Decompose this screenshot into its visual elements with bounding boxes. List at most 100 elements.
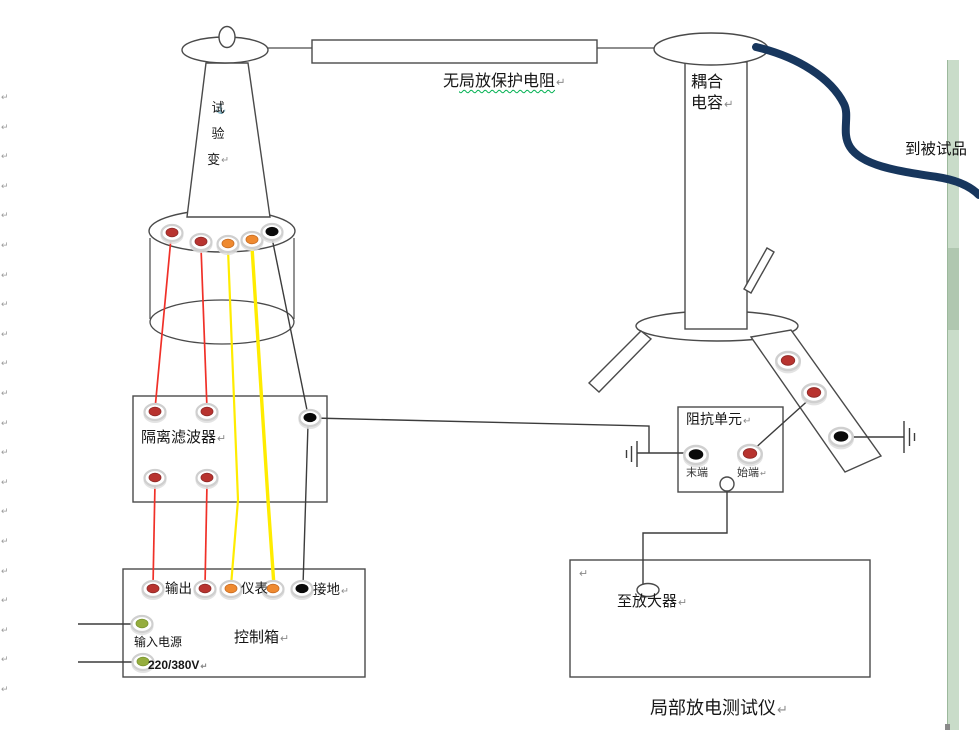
capacitor-label: 耦合 电容↵	[691, 72, 734, 116]
paragraph-mark: ↵	[1, 388, 9, 398]
resistor-label: 无局放保护电阻↵	[443, 72, 566, 92]
scrollbar-notch	[945, 724, 950, 730]
terminal-arm-red-2	[799, 382, 829, 407]
impedance-end-label: 末端	[686, 467, 708, 481]
transformer-base-bottom-ellipse	[149, 299, 295, 345]
wire-transformer-black	[271, 237, 309, 416]
paragraph-mark: ↵	[1, 299, 9, 310]
paragraph-mark: ↵	[1, 358, 9, 369]
paragraph-mark: ↵	[1, 328, 9, 339]
protective-resistor-shape	[311, 39, 598, 64]
transformer-label-char-3: 变	[207, 152, 221, 167]
voltage-label: 220/380V↵	[148, 658, 208, 673]
wire-yellow-1	[226, 248, 240, 587]
terminal-arm-red-1	[773, 350, 803, 375]
to-amplifier-label: 至放大器↵	[617, 593, 687, 612]
to-test-object-text: 到被试品	[905, 141, 968, 158]
terminal-transformer-black	[259, 222, 285, 245]
to-amplifier-text: 至放大器	[617, 593, 678, 610]
terminal-control-meter-orange-2	[260, 579, 286, 602]
object-anchor-icon: ⚓	[215, 104, 227, 114]
transformer-top-knob	[218, 25, 236, 49]
paragraph-mark: ↵	[1, 180, 9, 191]
paragraph-mark: ↵	[217, 433, 227, 445]
wire-arm-to-start-terminal	[751, 395, 814, 452]
paragraph-mark: ↵	[1, 565, 9, 576]
paragraph-mark: ↵	[280, 633, 290, 645]
paragraph-mark: ↵	[1, 92, 9, 102]
transformer-cone	[186, 62, 271, 218]
output-text: 输出	[165, 581, 192, 596]
transformer-label-char-3-row: 变↵	[207, 147, 229, 173]
capacitor-top-ellipse	[653, 32, 769, 66]
output-label: 输出	[165, 581, 192, 598]
wire-yellow-2	[250, 246, 276, 587]
paragraph-mark: ↵	[1, 121, 9, 132]
terminal-filter-black	[297, 408, 323, 431]
paragraph-mark: ↵	[200, 661, 208, 671]
resistor-label-prefix: 无	[443, 73, 460, 90]
wire-filter-to-impedance	[312, 417, 650, 453]
scrollbar-thumb[interactable]	[948, 248, 959, 330]
wire-red-1	[154, 237, 172, 410]
terminal-control-power-green-2	[130, 652, 156, 675]
paragraph-mark: ↵	[1, 654, 9, 665]
paragraph-mark: ↵	[1, 684, 9, 694]
terminal-transformer-orange-2	[239, 230, 265, 253]
wire-red-4	[204, 482, 208, 587]
capacitor-label-line2: 电容	[691, 95, 724, 112]
test-object-cable	[752, 43, 979, 199]
impedance-label-text: 阻抗单元	[686, 411, 742, 427]
impedance-bottom-connector	[719, 476, 735, 492]
meter-label: 仪表	[241, 581, 268, 598]
paragraph-mark: ↵	[724, 99, 734, 111]
paragraph-mark: ↵	[1, 595, 9, 606]
transformer-label: 试 验 变↵	[207, 95, 229, 173]
voltage-text: 220/380V	[148, 658, 200, 672]
ground-label: 接地↵	[313, 582, 349, 599]
ground-symbol-left	[625, 441, 638, 467]
paragraph-mark: ↵	[1, 624, 9, 635]
paragraph-mark: ↵	[221, 155, 229, 165]
terminal-filter-red-1	[142, 402, 168, 425]
filter-label-text: 隔离滤波器	[141, 429, 217, 446]
capacitor-label-line1: 耦合	[691, 74, 724, 91]
ground-symbol-right	[903, 421, 916, 453]
paragraph-mark: ↵	[1, 536, 9, 546]
filter-label: 隔离滤波器↵	[141, 429, 226, 448]
terminal-transformer-red-2	[188, 232, 214, 255]
paragraph-mark: ↵	[743, 416, 752, 427]
control-box-label: 控制箱↵	[234, 629, 289, 648]
terminal-filter-red-2	[194, 402, 220, 425]
terminal-filter-red-4	[194, 468, 220, 491]
terminal-control-power-green-1	[129, 614, 155, 637]
paragraph-mark: ↵	[1, 476, 9, 487]
paragraph-mark: ↵	[1, 447, 9, 458]
vertical-scrollbar[interactable]	[945, 60, 959, 730]
capacitor-column	[684, 61, 748, 330]
paragraph-mark: ↵	[1, 151, 9, 162]
wire-impedance-to-amplifier	[642, 491, 728, 584]
input-power-label: 输入电源	[134, 635, 182, 650]
meter-text: 仪表	[241, 581, 268, 596]
capacitor-label-line2-row: 电容↵	[691, 93, 734, 116]
capacitor-handle	[743, 247, 775, 294]
to-test-object-label: 到被试品	[905, 140, 967, 159]
transformer-label-char-2: 验	[211, 126, 225, 141]
terminal-transformer-red-1	[159, 223, 185, 246]
wire-red-2	[200, 246, 208, 410]
paragraph-mark: ↵	[760, 469, 767, 478]
terminal-arm-black	[826, 426, 856, 451]
paragraph-mark: ↵	[341, 586, 350, 597]
paragraph-mark: ↵	[1, 210, 9, 221]
paragraph-mark: ↵	[579, 568, 589, 580]
paragraph-mark: ↵	[1, 240, 9, 250]
paragraph-mark: ↵	[1, 506, 9, 517]
terminal-control-ground-black	[289, 579, 315, 602]
paragraph-mark: ↵	[1, 269, 9, 280]
pd-tester-label: 局部放电测试仪↵	[650, 697, 788, 720]
impedance-start-text: 始端	[737, 467, 759, 479]
paragraph-mark: ↵	[556, 77, 566, 89]
terminal-transformer-orange-1	[215, 234, 241, 257]
